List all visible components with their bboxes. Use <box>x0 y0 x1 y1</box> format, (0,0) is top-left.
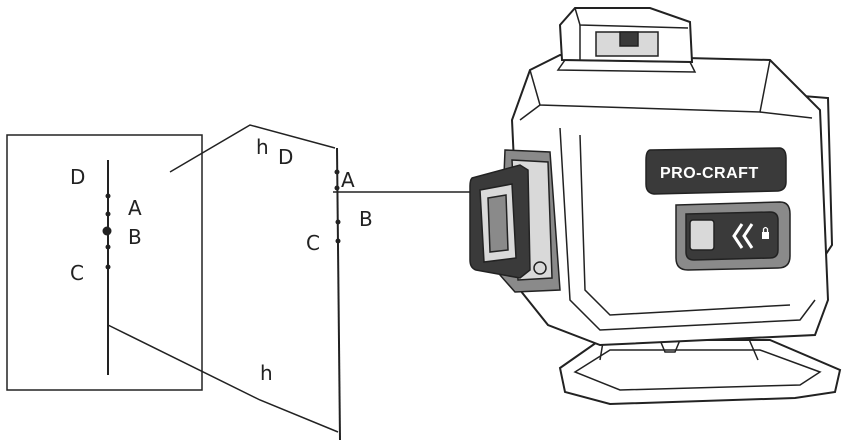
right-mark-c <box>335 238 341 244</box>
side-wall-bottom-edge <box>107 324 339 433</box>
label-bottom-h: h <box>260 361 273 385</box>
label-top-d: D <box>278 145 293 169</box>
label-left-b: B <box>128 225 142 249</box>
side-wall-vertical-edge <box>336 147 341 441</box>
right-mark-top <box>334 169 340 175</box>
side-wall-top-edge <box>169 124 336 173</box>
label-right-a: A <box>341 168 355 192</box>
label-left-c: C <box>70 261 84 285</box>
left-mark-c <box>105 264 111 270</box>
left-mark-b <box>105 244 111 250</box>
label-right-b: B <box>359 207 373 231</box>
right-mark-b <box>335 219 341 225</box>
left-mark-top <box>105 193 111 199</box>
laser-level-device: PRO-CRAFT <box>469 7 842 406</box>
left-mark-center <box>102 226 112 236</box>
brand-label: PRO-CRAFT <box>660 165 759 182</box>
right-mark-a <box>334 185 340 191</box>
brand-plate <box>645 147 787 195</box>
left-wall <box>6 134 203 391</box>
label-right-c: C <box>306 231 320 255</box>
double-chevron-left-icon <box>732 223 754 249</box>
label-left-a: A <box>128 196 142 220</box>
device-body <box>510 53 830 347</box>
lock-icon <box>762 226 769 239</box>
label-top-h: h <box>256 135 269 159</box>
label-left-d: D <box>70 165 85 189</box>
left-mark-a <box>105 211 111 217</box>
